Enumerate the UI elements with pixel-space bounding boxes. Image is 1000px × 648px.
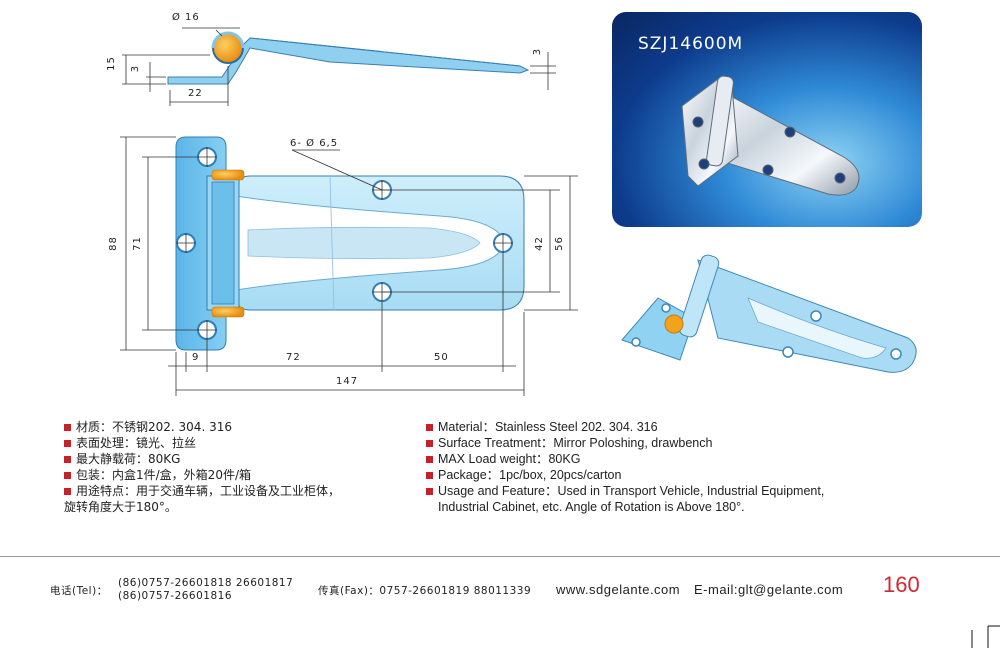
front-view (120, 136, 578, 396)
spec-en-load: MAX Load weight：80KG (426, 451, 824, 467)
spec-cn-usage-line2: 旋转角度大于180°。 (64, 500, 177, 514)
spec-cn-surface: 表面处理：镜光、拉丝 (64, 435, 340, 451)
spec-cn-package: 包装：内盒1件/盒，外箱20件/箱 (64, 467, 340, 483)
spec-en-usage-line1: Usage and Feature：Used in Transport Vehi… (438, 484, 825, 498)
crop-marks (971, 625, 1000, 648)
footer-tel-label: 电话(Tel)： (50, 585, 108, 597)
spec-cn-usage: 用途特点：用于交通车辆，工业设备及工业柜体， 旋转角度大于180°。 (64, 483, 340, 515)
spec-en-usage: Usage and Feature：Used in Transport Vehi… (426, 483, 824, 515)
dim-thickness-3-left: 3 (130, 64, 142, 73)
specs-english: Material：Stainless Steel 202. 304. 316 S… (426, 419, 824, 515)
hinge-3d-render (621, 254, 917, 373)
footer-divider (0, 556, 1000, 557)
dim-thickness-3-right: 3 (532, 47, 544, 56)
dim-height-56: 56 (553, 236, 565, 251)
spec-cn-usage-line1: 用途特点：用于交通车辆，工业设备及工业柜体， (76, 484, 341, 498)
spec-en-package: Package：1pc/box, 20pcs/carton (426, 467, 824, 483)
dim-height-71: 71 (131, 236, 143, 251)
spec-cn-load: 最大静载荷：80KG (64, 451, 340, 467)
product-photo: SZJ14600M (612, 12, 922, 227)
spec-en-material: Material：Stainless Steel 202. 304. 316 (426, 419, 824, 435)
dim-height-88: 88 (107, 236, 119, 251)
dim-width-72: 72 (286, 352, 301, 363)
technical-drawing (120, 27, 578, 396)
footer-tel-line1: (86)0757-26601818 26601817 (118, 577, 294, 589)
footer-email[interactable]: E-mail:glt@gelante.com (694, 582, 844, 597)
spec-cn-material: 材质：不锈钢202. 304. 316 (64, 419, 340, 435)
spec-en-surface: Surface Treatment：Mirror Poloshing, draw… (426, 435, 824, 451)
side-view (122, 27, 556, 106)
dim-holes: 6- Ø 6,5 (290, 138, 339, 149)
model-number: SZJ14600M (638, 34, 744, 54)
footer-fax: 传真(Fax)：0757-26601819 88011339 (318, 585, 532, 597)
page-number: 160 (883, 572, 920, 597)
dim-height-42: 42 (533, 236, 545, 251)
dim-width-50: 50 (434, 352, 449, 363)
hinge-photo-image (681, 75, 860, 196)
spec-en-usage-line2: Industrial Cabinet, etc. Angle of Rotati… (438, 500, 745, 514)
specs-chinese: 材质：不锈钢202. 304. 316 表面处理：镜光、拉丝 最大静载荷：80K… (64, 419, 340, 515)
dim-pin-diameter: Ø 16 (172, 12, 200, 23)
dim-height-15: 15 (105, 56, 117, 71)
dim-width-147: 147 (336, 376, 359, 387)
footer-tel-line2: (86)0757-26601816 (118, 590, 233, 602)
dim-width-22: 22 (188, 88, 203, 99)
dim-width-9: 9 (192, 352, 200, 363)
footer-website[interactable]: www.sdgelante.com (556, 582, 681, 597)
